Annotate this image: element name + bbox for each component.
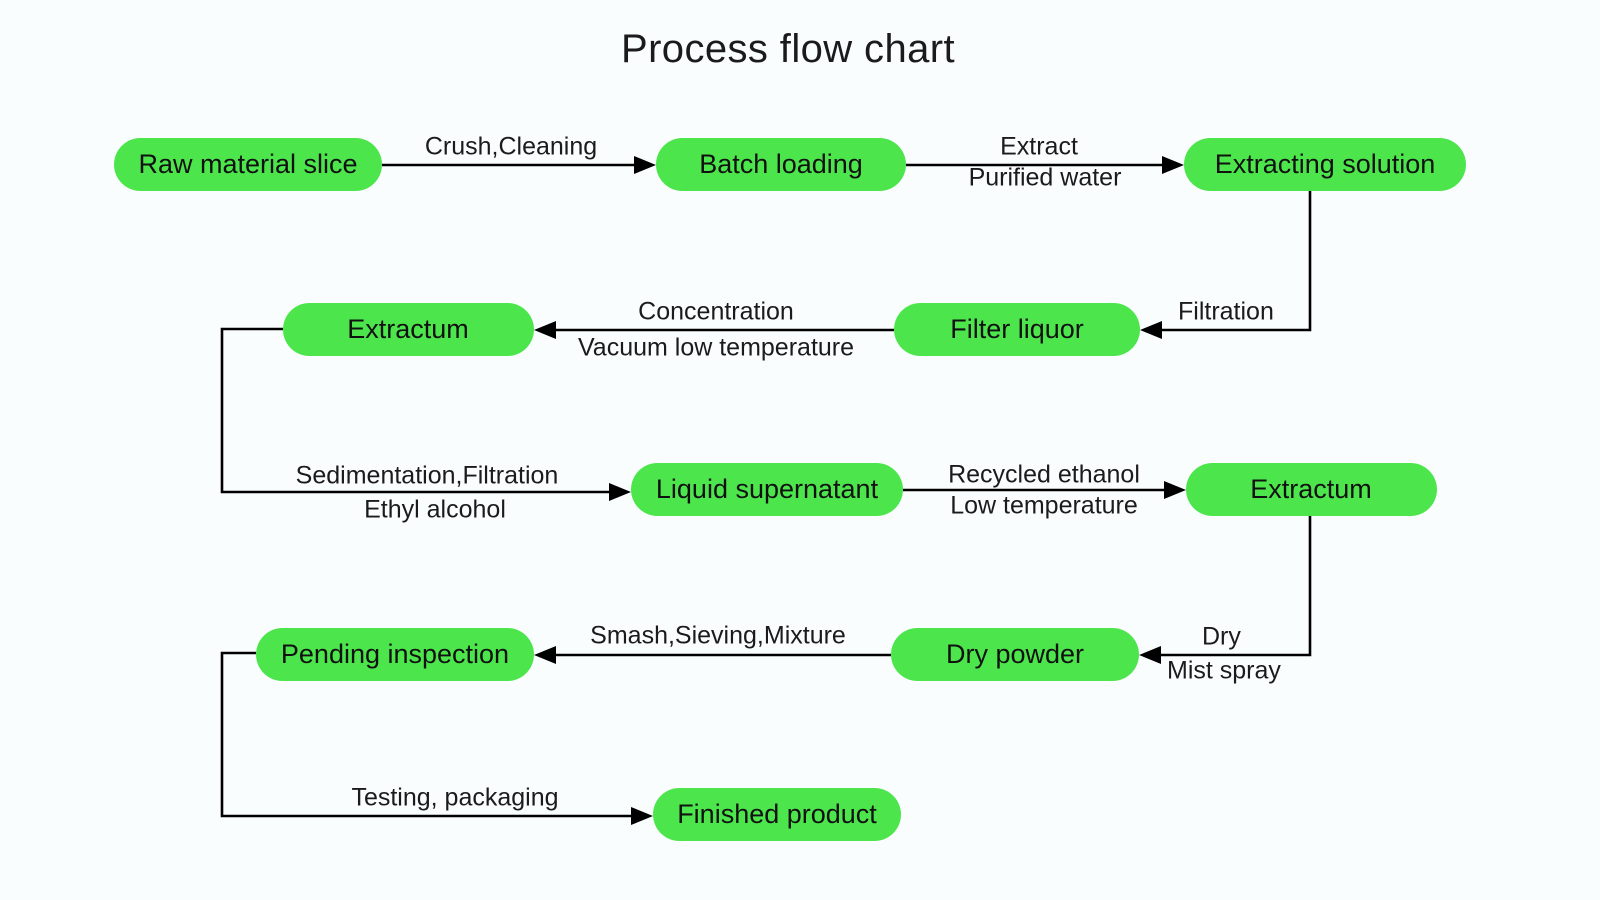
node-raw-material-slice[interactable]: Raw material slice (114, 138, 382, 191)
edge-label-vacuum-low-temperature: Vacuum low temperature (578, 334, 854, 362)
edge-line (1158, 191, 1312, 332)
edge-label-crush-cleaning: Crush,Cleaning (425, 133, 597, 161)
edge-label-testing-packaging: Testing, packaging (351, 784, 558, 812)
node-shape[interactable] (1186, 463, 1437, 516)
edge-label-ethyl-alcohol: Ethyl alcohol (364, 496, 506, 524)
edge-label-dry: Dry (1202, 623, 1241, 651)
node-label: Liquid supernatant (656, 474, 879, 504)
edge-crush-cleaning: Crush,Cleaning (382, 133, 656, 174)
node-extracting-solution[interactable]: Extracting solution (1184, 138, 1466, 191)
node-shape[interactable] (631, 463, 903, 516)
edge-extract-purified-water: Extract Purified water (906, 133, 1184, 192)
edge-testing-packaging: Testing, packaging (220, 651, 653, 825)
arrow-head-icon (534, 646, 556, 664)
node-batch-loading[interactable]: Batch loading (656, 138, 906, 191)
edge-recycled-ethanol-low-temperature: Recycled ethanol Low temperature (903, 461, 1186, 520)
arrow-head-icon (1164, 481, 1186, 499)
node-label: Extractum (347, 314, 469, 344)
edge-label-purified-water: Purified water (969, 164, 1122, 192)
node-label: Pending inspection (281, 639, 509, 669)
edge-label-filtration: Filtration (1178, 298, 1274, 326)
node-shape[interactable] (653, 788, 901, 841)
node-dry-powder[interactable]: Dry powder (891, 628, 1139, 681)
node-label: Filter liquor (950, 314, 1084, 344)
node-finished-product[interactable]: Finished product (653, 788, 901, 841)
arrow-head-icon (634, 156, 656, 174)
node-label: Extracting solution (1215, 149, 1436, 179)
edge-label-recycled-ethanol: Recycled ethanol (948, 461, 1140, 489)
edge-smash-sieving-mixture: Smash,Sieving,Mixture (534, 622, 891, 664)
node-shape[interactable] (1184, 138, 1466, 191)
edge-line (220, 327, 613, 494)
node-shape[interactable] (894, 303, 1140, 356)
arrow-head-icon (631, 807, 653, 825)
edge-label-extract: Extract (1000, 133, 1078, 161)
node-shape[interactable] (283, 303, 534, 356)
node-pending-inspection[interactable]: Pending inspection (256, 628, 534, 681)
node-shape[interactable] (256, 628, 534, 681)
node-label: Dry powder (946, 639, 1084, 669)
arrow-head-icon (609, 483, 631, 501)
edge-filtration: Filtration (1140, 191, 1312, 339)
node-extractum-1[interactable]: Extractum (283, 303, 534, 356)
node-label: Finished product (677, 799, 877, 829)
edge-label-smash-sieving-mixture: Smash,Sieving,Mixture (590, 622, 846, 650)
arrow-head-icon (1162, 156, 1184, 174)
edge-label-mist-spray: Mist spray (1167, 657, 1281, 685)
arrow-head-icon (1140, 321, 1162, 339)
edge-line (220, 651, 635, 818)
node-filter-liquor[interactable]: Filter liquor (894, 303, 1140, 356)
node-shape[interactable] (114, 138, 382, 191)
arrow-head-icon (534, 321, 556, 339)
page-title: Process flow chart (621, 27, 955, 71)
node-extractum-2[interactable]: Extractum (1186, 463, 1437, 516)
edge-sedimentation-ethyl-alcohol: Sedimentation,Filtration Ethyl alcohol (220, 327, 631, 524)
node-label: Extractum (1250, 474, 1372, 504)
node-liquid-supernatant[interactable]: Liquid supernatant (631, 463, 903, 516)
edge-label-low-temperature: Low temperature (950, 492, 1138, 520)
arrow-head-icon (1139, 646, 1161, 664)
node-label: Batch loading (699, 149, 863, 179)
node-shape[interactable] (656, 138, 906, 191)
edge-line (1157, 516, 1312, 657)
node-label: Raw material slice (138, 149, 357, 179)
edge-dry-mist-spray: Dry Mist spray (1139, 516, 1312, 685)
edge-label-concentration: Concentration (638, 298, 794, 326)
edge-concentration-vacuum: Concentration Vacuum low temperature (534, 298, 894, 362)
edge-label-sedimentation-filtration: Sedimentation,Filtration (296, 462, 559, 490)
node-shape[interactable] (891, 628, 1139, 681)
